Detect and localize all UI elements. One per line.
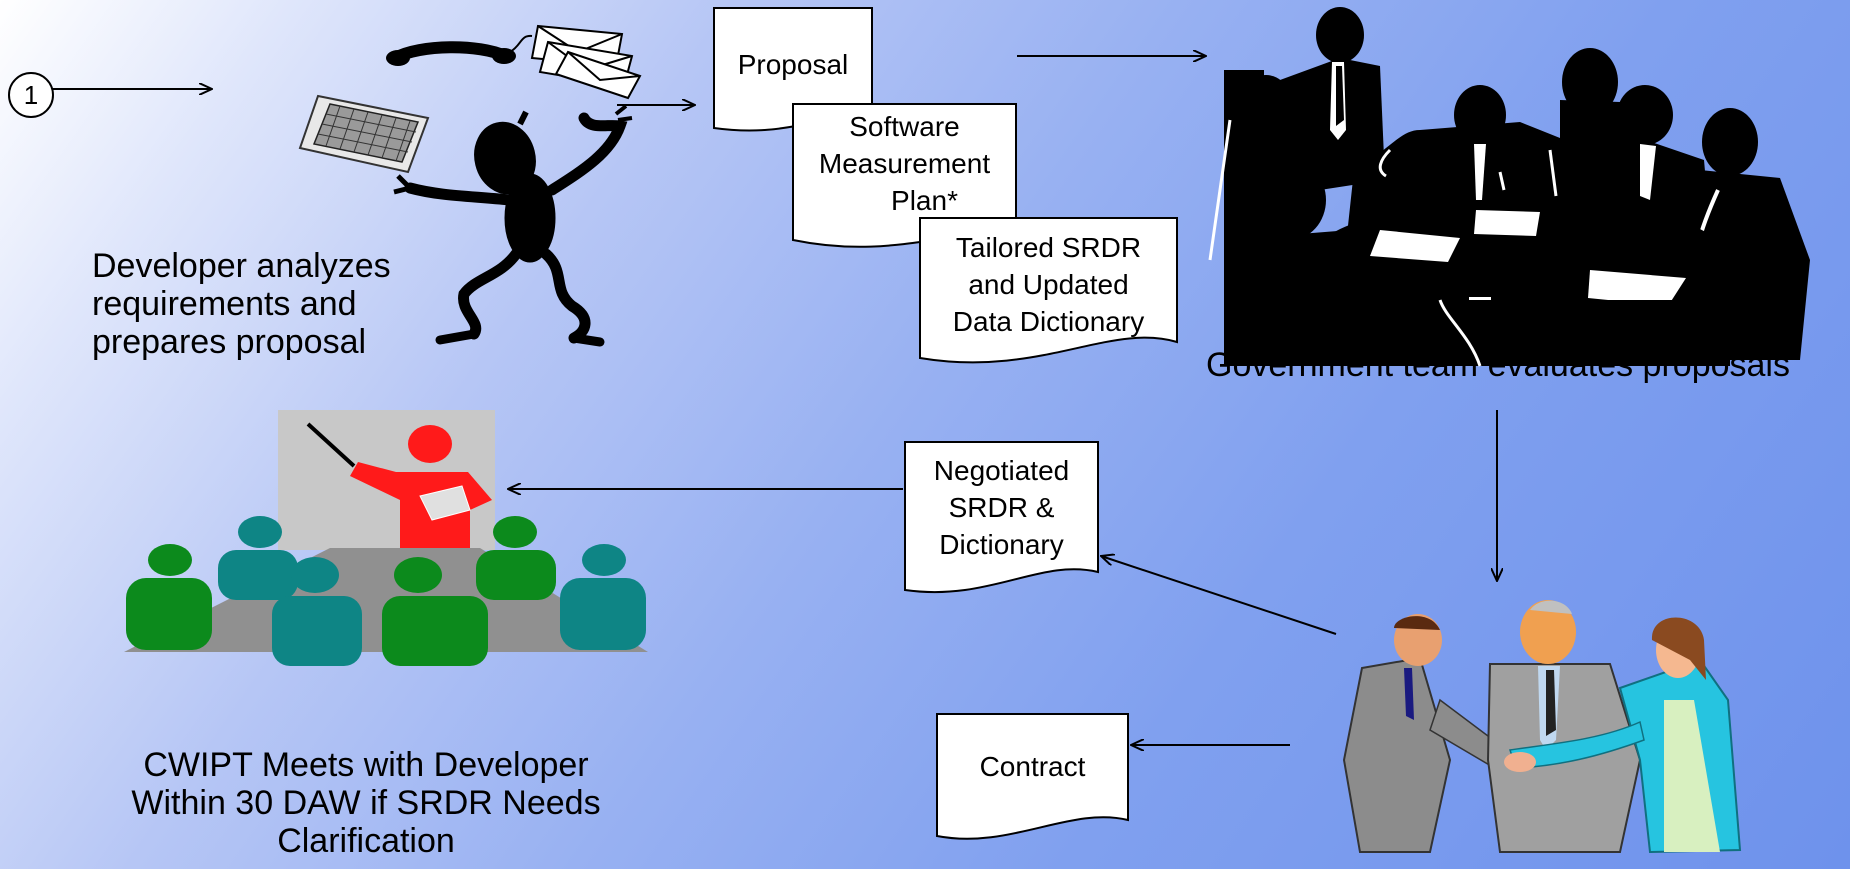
cwipt-caption-line: CWIPT Meets with Developer: [143, 746, 589, 784]
keyboard-icon: [298, 94, 430, 174]
flow-arrows: [52, 56, 1497, 745]
negotiated-label: Negotiated SRDR & Dictionary: [905, 452, 1098, 563]
developer-caption-line: prepares proposal: [92, 323, 367, 361]
cwipt-meeting-figure: [124, 410, 648, 666]
tailored-srdr-document: [919, 217, 1178, 364]
measurement-plan-label-line: Measurement: [818, 148, 991, 179]
developer-caption-line: requirements and: [92, 285, 357, 323]
negotiated-label-line: Dictionary: [939, 529, 1064, 560]
contract-label-line: Contract: [979, 751, 1086, 782]
negotiated-label-line: Negotiated: [933, 455, 1070, 486]
handshake-figure: [1342, 600, 1742, 854]
negotiated-label-line: SRDR &: [948, 492, 1055, 523]
contract-label: Contract: [937, 748, 1128, 785]
negotiated-document: [904, 441, 1099, 594]
telephone-icon: [386, 34, 533, 66]
tailored-srdr-label-line: Data Dictionary: [952, 306, 1145, 337]
cwipt-caption-line: Clarification: [277, 822, 455, 860]
tailored-srdr-label-line: Tailored SRDR: [955, 232, 1142, 263]
cwipt-caption: CWIPT Meets with Developer Within 30 DAW…: [92, 746, 640, 860]
cwipt-caption-line: Within 30 DAW if SRDR Needs: [131, 784, 601, 822]
developer-figure: [393, 104, 633, 347]
contract-document: [936, 713, 1129, 840]
tailored-srdr-label-line: and Updated: [968, 269, 1129, 300]
developer-caption-line: Developer analyzes: [92, 247, 391, 285]
arrow-to-negotiated: [1101, 556, 1337, 635]
step-number-badge: 1: [8, 72, 54, 118]
government-meeting-figure: [1208, 7, 1810, 360]
proposal-label-line: Proposal: [737, 49, 849, 80]
measurement-plan-label: Software Measurement Plan*: [793, 108, 1016, 219]
government-caption: Government team evaluates proposals: [1206, 346, 1790, 384]
measurement-plan-label-line: Software: [849, 111, 960, 142]
proposal-label: Proposal: [714, 46, 872, 83]
envelopes-icon: [530, 24, 642, 100]
developer-caption: Developer analyzes requirements and prep…: [92, 247, 391, 361]
measurement-plan-label-line: Plan*: [891, 185, 958, 216]
tailored-srdr-label: Tailored SRDR and Updated Data Dictionar…: [920, 229, 1177, 340]
